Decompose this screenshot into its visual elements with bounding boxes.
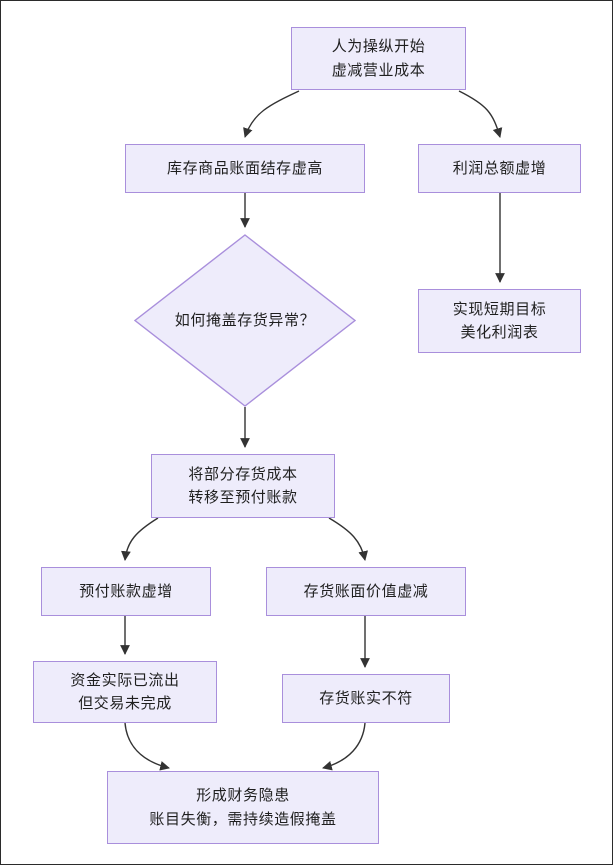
node-prepaid-inflated-label: 预付账款虚增	[79, 582, 173, 600]
diamond-shape-icon	[134, 234, 356, 407]
edge-transfer-to-reduced	[328, 517, 368, 561]
node-start[interactable]: 人为操纵开始 虚减营业成本	[291, 27, 466, 90]
node-financial-risk[interactable]: 形成财务隐患 账目失衡，需持续造假掩盖	[107, 771, 379, 844]
node-how-to-cover[interactable]: 如何掩盖存货异常？	[134, 234, 356, 407]
edge-start-to-inventory	[243, 90, 300, 138]
node-profit-inflated[interactable]: 利润总额虚增	[418, 144, 581, 193]
node-inventory-mismatch-label: 存货账实不符	[319, 689, 413, 707]
node-start-label: 人为操纵开始 虚减营业成本	[331, 38, 426, 79]
node-cash-out-no-deal[interactable]: 资金实际已流出 但交易未完成	[33, 661, 217, 723]
node-financial-risk-label: 形成财务隐患 账目失衡，需持续造假掩盖	[149, 787, 337, 828]
edge-start-to-profit	[458, 90, 503, 138]
node-short-term-goal-label: 实现短期目标 美化利润表	[452, 300, 547, 341]
node-transfer-cost[interactable]: 将部分存货成本 转移至预付账款	[151, 454, 335, 518]
edge-cashout-to-risk	[124, 722, 170, 771]
edge-transfer-to-prepaid	[121, 517, 159, 561]
node-transfer-cost-label: 将部分存货成本 转移至预付账款	[188, 465, 298, 506]
node-inventory-mismatch[interactable]: 存货账实不符	[282, 674, 450, 723]
node-inventory-reduced-label: 存货账面价值虚减	[303, 582, 429, 600]
node-short-term-goal[interactable]: 实现短期目标 美化利润表	[418, 289, 581, 353]
node-inventory-inflated-label: 库存商品账面结存虚高	[166, 159, 323, 177]
edge-mismatch-to-risk	[322, 722, 366, 771]
node-inventory-reduced[interactable]: 存货账面价值虚减	[266, 567, 466, 616]
node-profit-inflated-label: 利润总额虚增	[452, 159, 547, 177]
node-how-to-cover-label: 如何掩盖存货异常？	[174, 311, 316, 329]
node-prepaid-inflated[interactable]: 预付账款虚增	[41, 567, 211, 616]
node-inventory-inflated[interactable]: 库存商品账面结存虚高	[125, 144, 365, 193]
node-cash-out-no-deal-label: 资金实际已流出 但交易未完成	[70, 671, 180, 712]
